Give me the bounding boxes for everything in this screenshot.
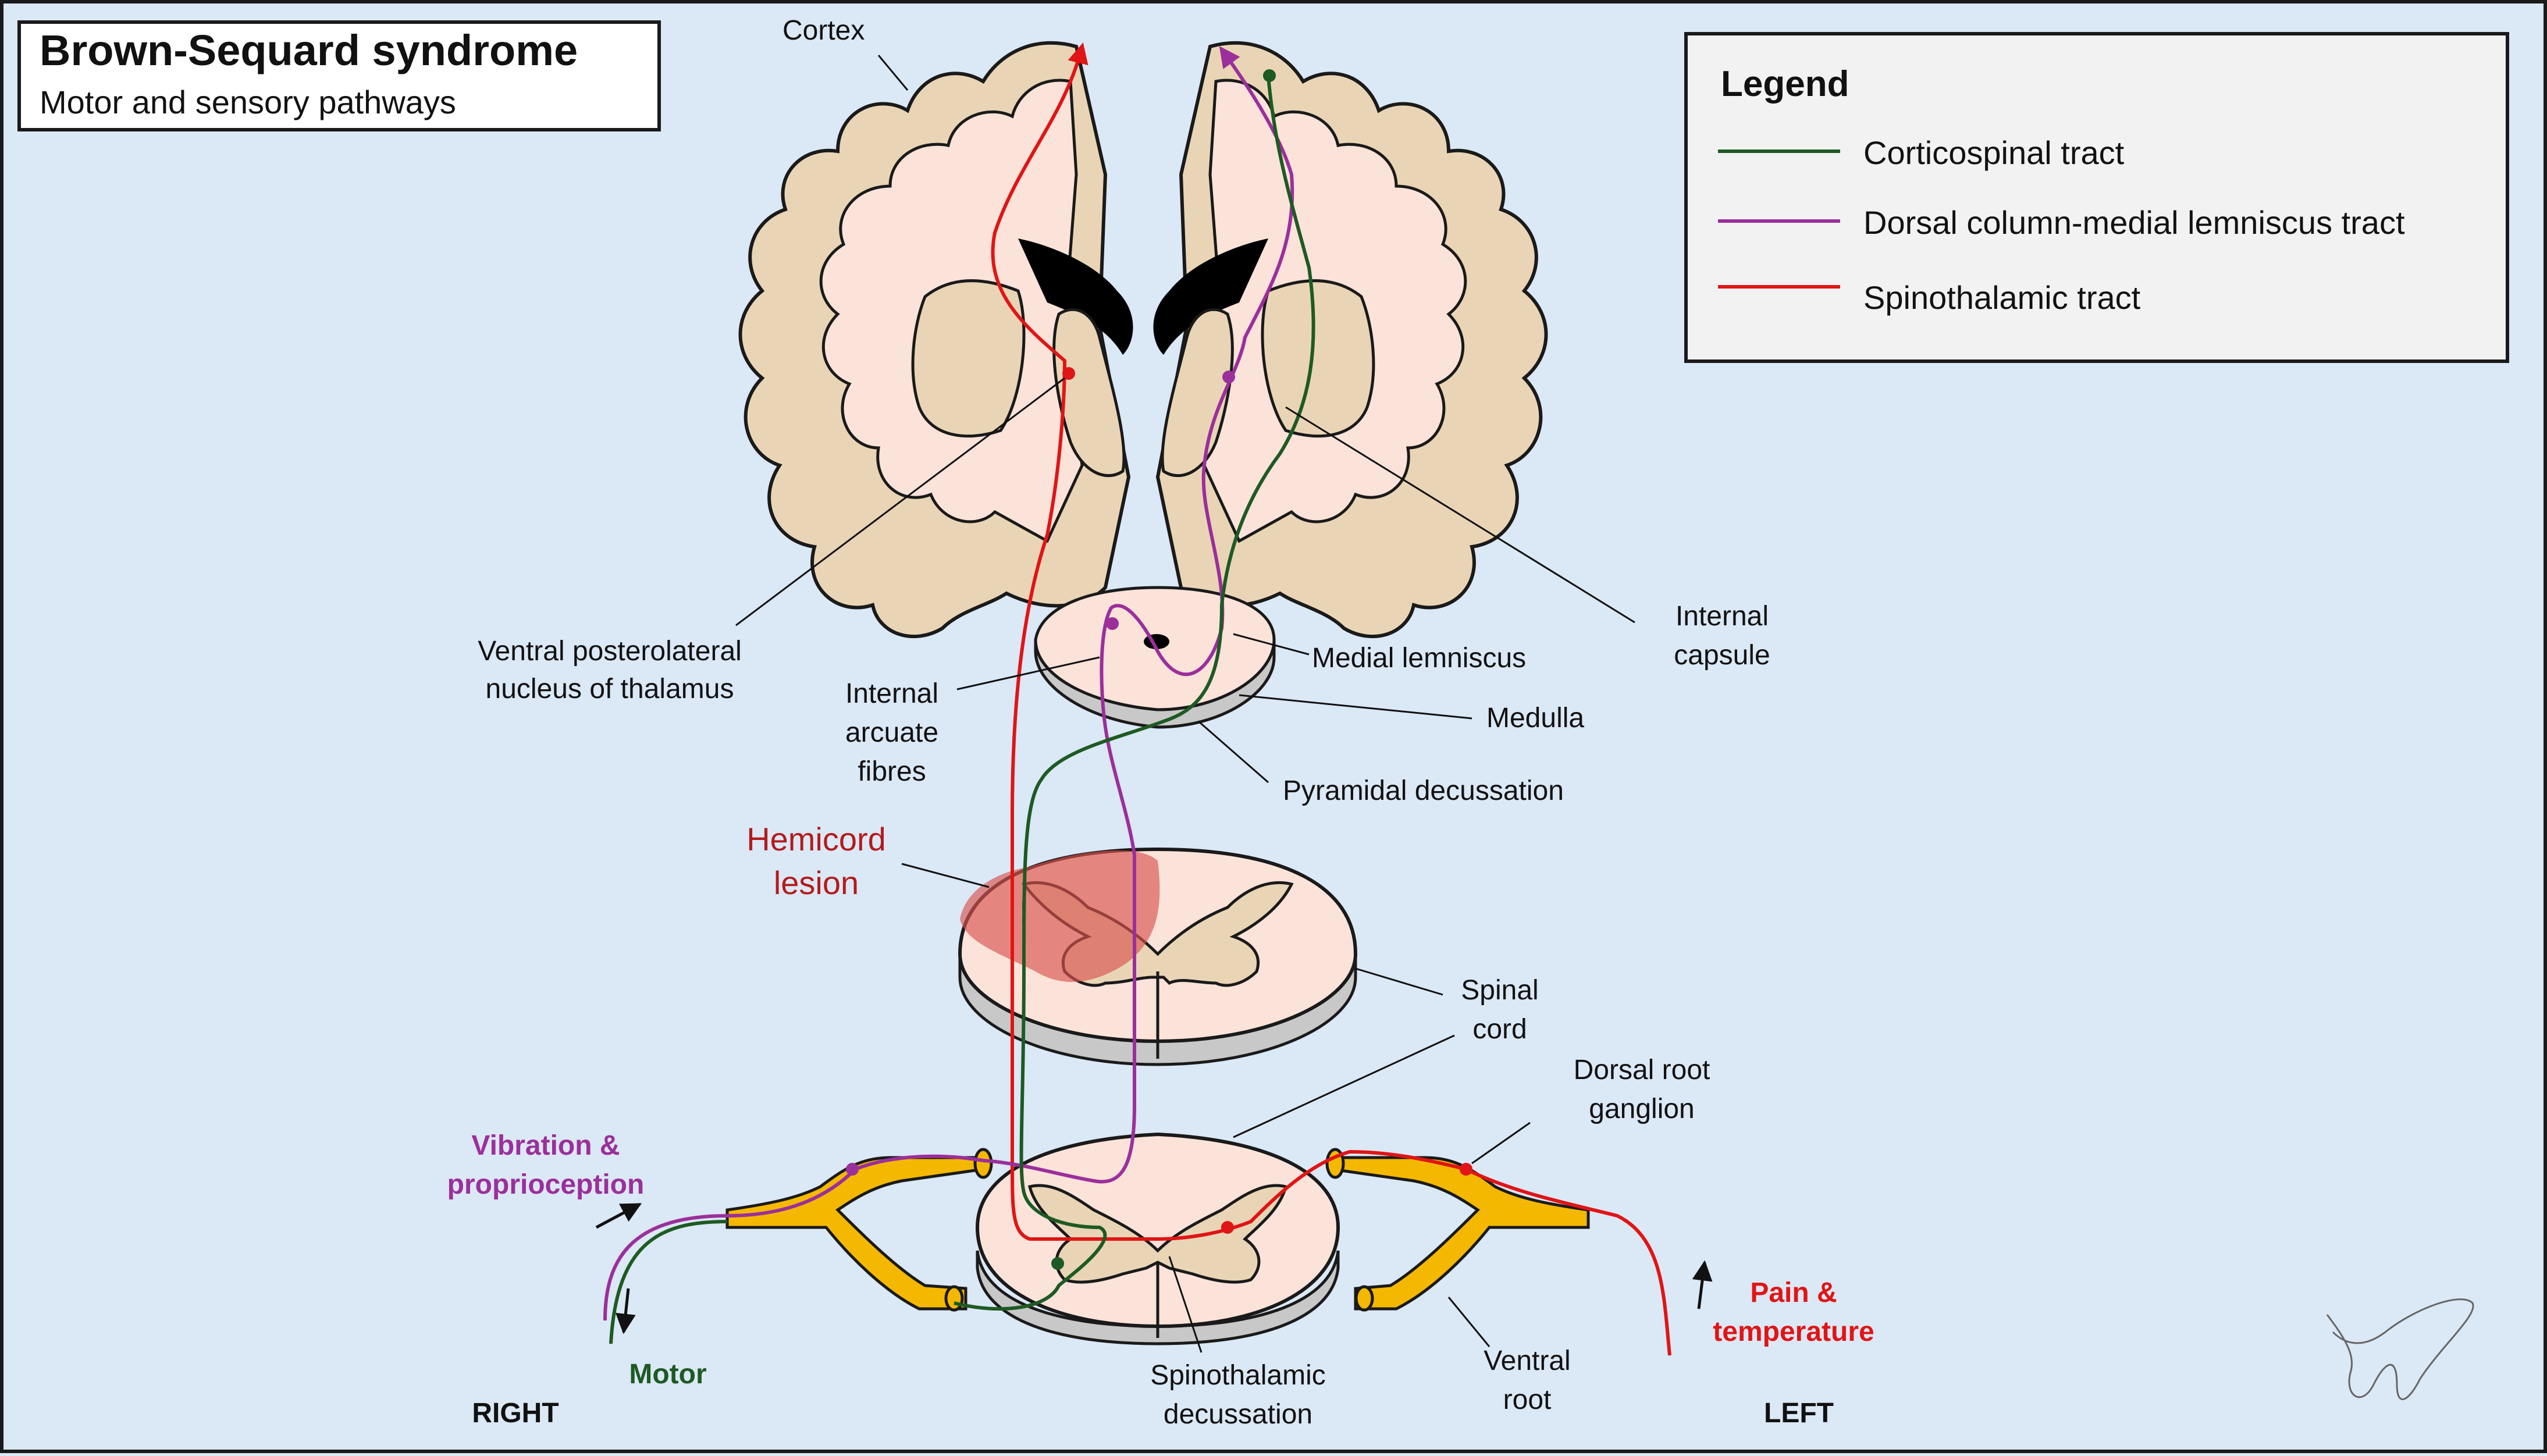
label-motor: Motor: [629, 1359, 706, 1390]
label-dorsal-root-line2: ganglion: [1589, 1094, 1695, 1124]
diagram-title: Brown-Sequard syndrome: [40, 26, 578, 74]
label-pain-line2: temperature: [1713, 1316, 1874, 1347]
nerve-root-right-side: [725, 1148, 993, 1312]
legend-item-spinothalamic: Spinothalamic tract: [1863, 279, 2141, 316]
thalamus-left: [1052, 308, 1126, 478]
label-medial-lemniscus: Medial lemniscus: [1312, 643, 1526, 674]
lateral-ventricle-right: [1153, 238, 1268, 355]
label-medulla: Medulla: [1486, 703, 1584, 734]
label-dorsal-root-line1: Dorsal root: [1574, 1055, 1710, 1085]
label-spinal-cord-line2: cord: [1472, 1014, 1527, 1045]
label-ventral-root-line1: Ventral: [1484, 1345, 1570, 1376]
legend: Legend Corticospinal tract Dorsal column…: [1684, 32, 2509, 363]
label-vibration-line1: Vibration &: [471, 1130, 620, 1161]
brain-hemisphere-left-side: [1153, 41, 1548, 638]
label-internal-capsule-line1: Internal: [1676, 601, 1769, 632]
corticospinal-tract: [954, 75, 1315, 1311]
lentiform-nucleus-left: [911, 279, 1026, 438]
thalamus-right: [1161, 308, 1234, 478]
title-box: Brown-Sequard syndrome Motor and sensory…: [17, 20, 661, 131]
label-pain-line1: Pain &: [1750, 1277, 1837, 1308]
label-vpl-line2: nucleus of thalamus: [486, 674, 734, 704]
label-ventral-root-line2: root: [1503, 1384, 1552, 1415]
label-spinal-cord-line1: Spinal: [1461, 975, 1538, 1006]
hemicord-lesion: [960, 850, 1160, 982]
label-spinothalamic-decussation-line1: Spinothalamic: [1150, 1360, 1326, 1391]
label-hemicord-line1: Hemicord: [746, 821, 886, 857]
label-internal-arcuate-line1: Internal: [845, 678, 938, 709]
label-cortex: Cortex: [782, 15, 865, 46]
label-internal-capsule-line2: capsule: [1674, 640, 1770, 671]
legend-item-dorsal-column: Dorsal column-medial lemniscus tract: [1863, 204, 2405, 241]
diagram-subtitle: Motor and sensory pathways: [40, 84, 456, 120]
label-internal-arcuate-line3: fibres: [858, 756, 926, 787]
legend-heading: Legend: [1721, 64, 1849, 104]
lentiform-nucleus-right: [1261, 279, 1375, 438]
label-vpl-line1: Ventral posterolateral: [478, 636, 742, 667]
brain-hemisphere-right-side: [738, 41, 1133, 638]
spinothalamic-tract: [991, 42, 1671, 1356]
label-right-side: RIGHT: [472, 1398, 559, 1429]
legend-item-corticospinal: Corticospinal tract: [1863, 134, 2125, 171]
label-spinothalamic-decussation-line2: decussation: [1164, 1399, 1312, 1430]
label-hemicord-line2: lesion: [774, 864, 859, 901]
label-vibration-line2: proprioception: [447, 1169, 645, 1200]
lateral-ventricle-left: [1018, 238, 1133, 355]
signature: [2326, 1298, 2474, 1400]
label-pyramidal-decussation: Pyramidal decussation: [1283, 775, 1564, 806]
label-internal-arcuate-line2: arcuate: [845, 717, 938, 748]
label-left-side: LEFT: [1764, 1398, 1834, 1429]
